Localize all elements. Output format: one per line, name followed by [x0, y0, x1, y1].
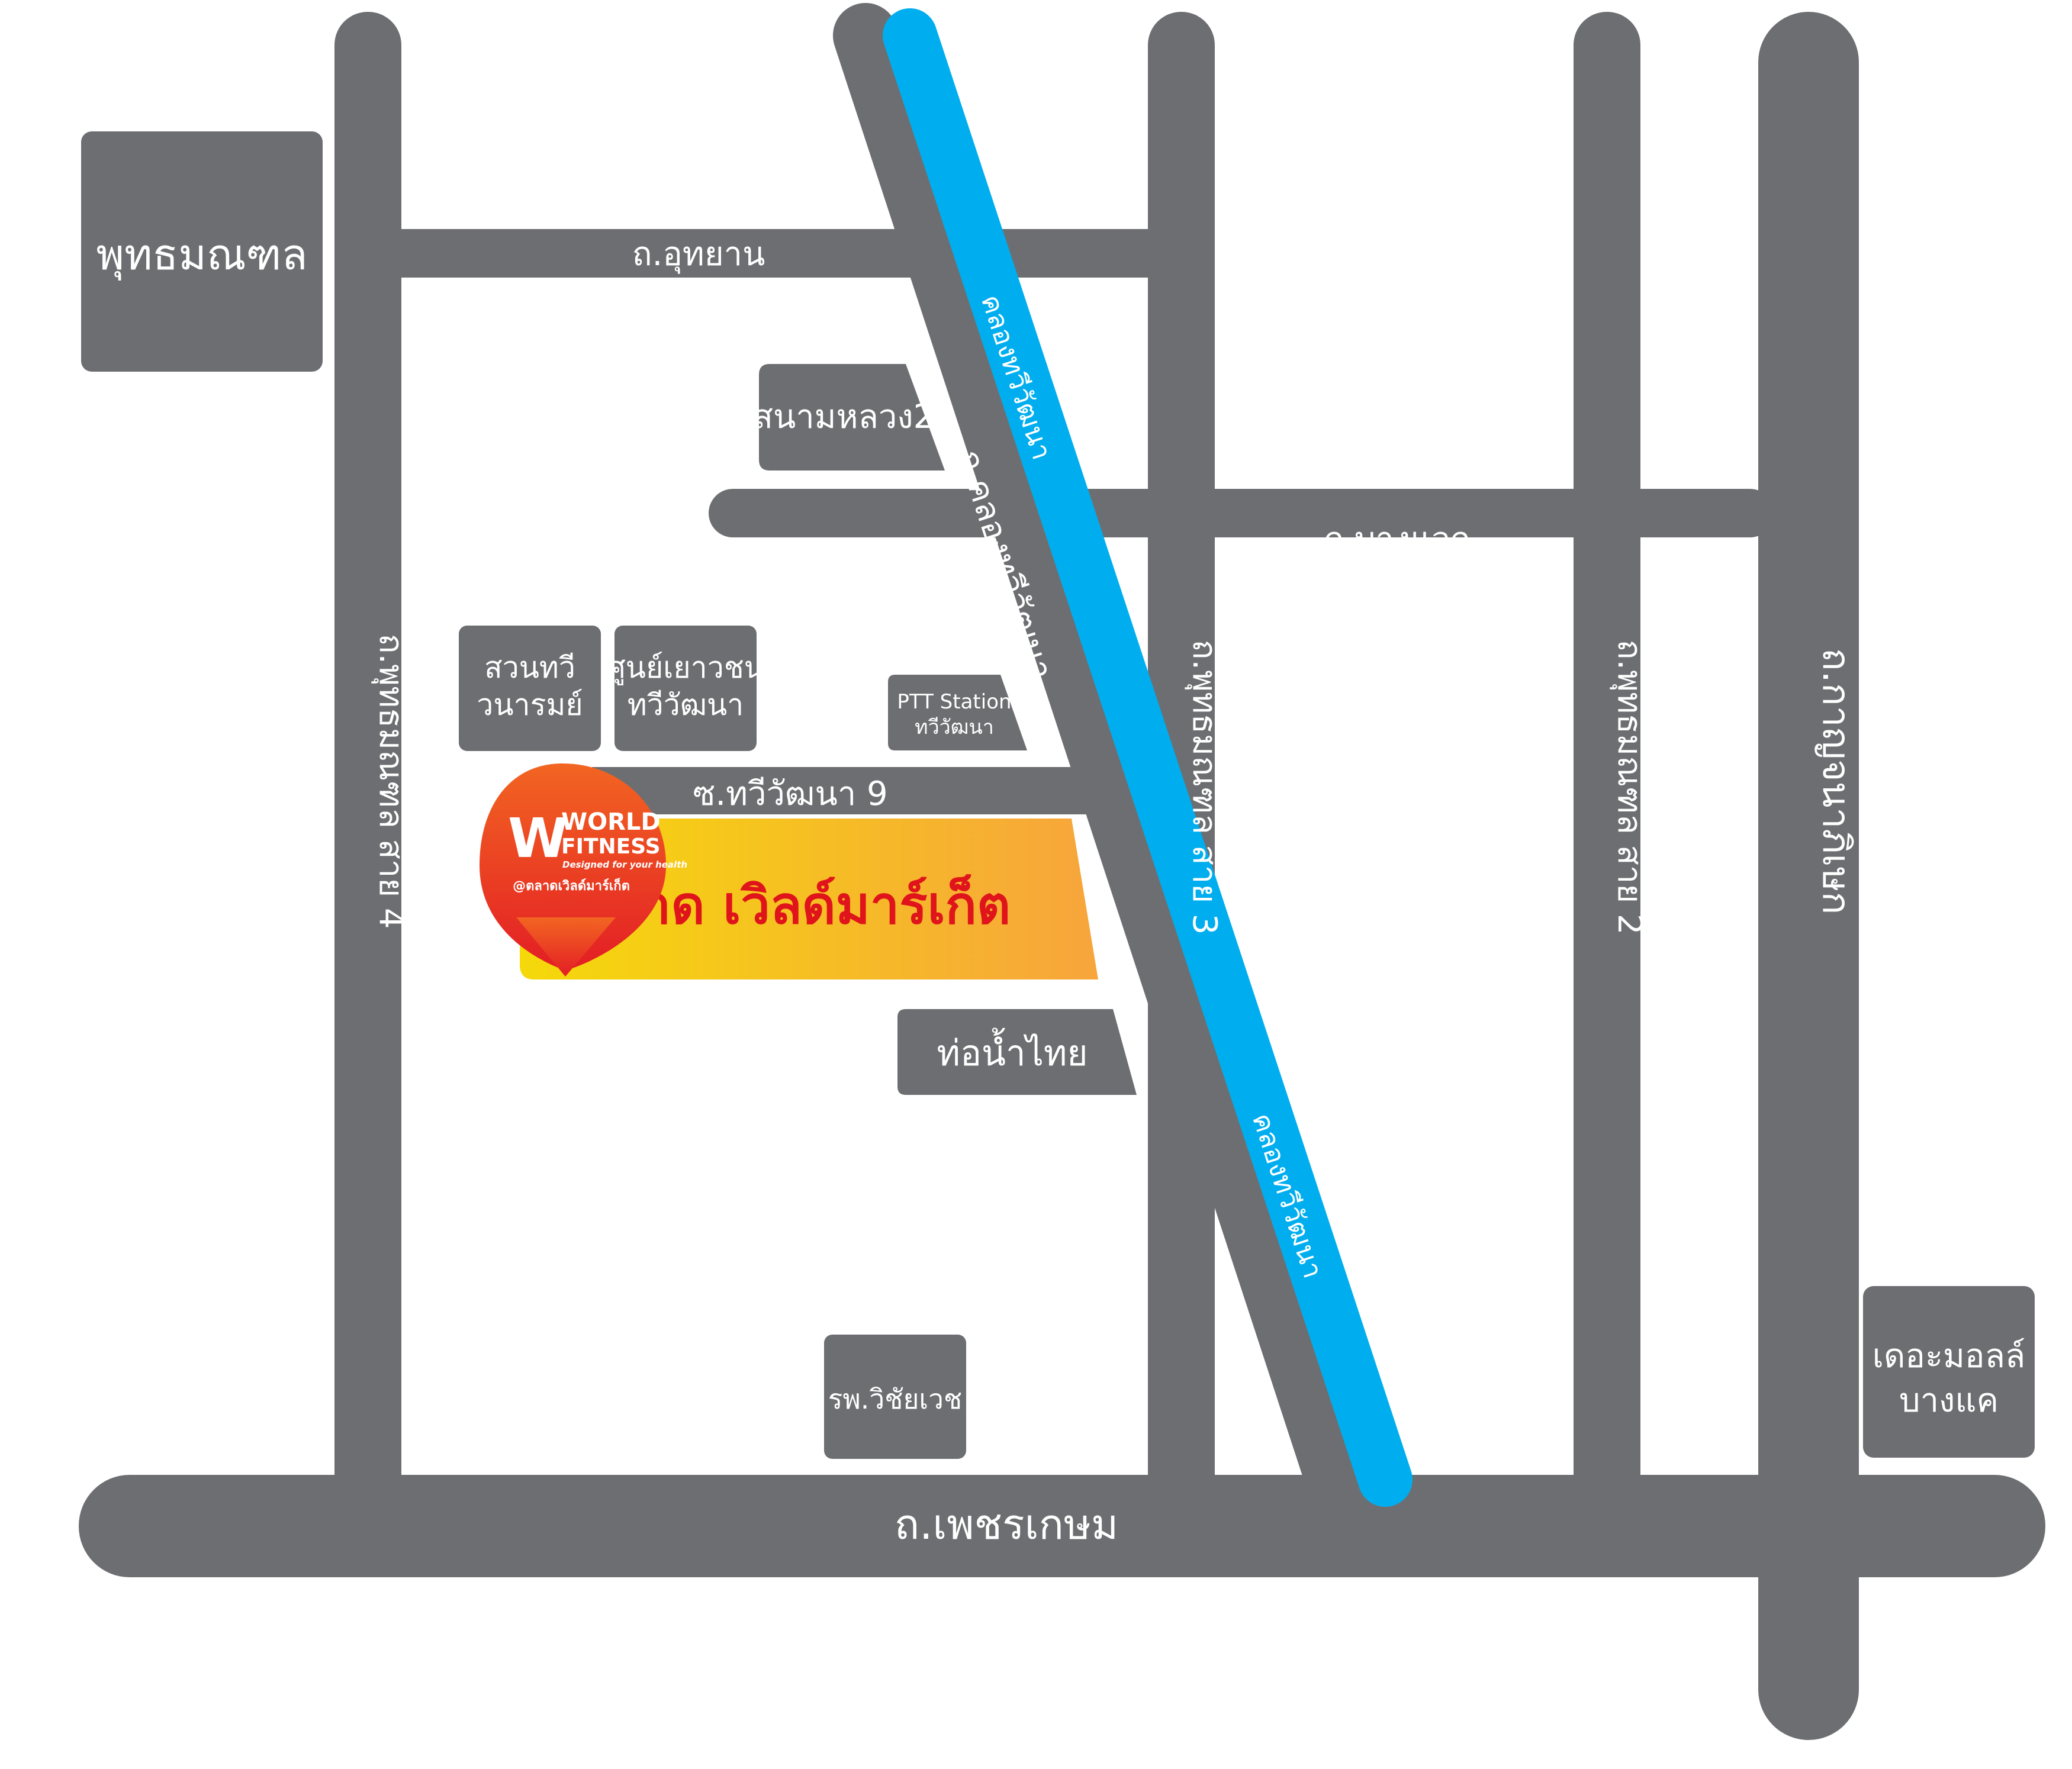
- label-kanchanaphisek: ถ.กาญจนาภิเษก: [1814, 648, 1858, 915]
- location-pin-icon[interactable]: W WORLD FITNESS Designed for your health…: [480, 763, 687, 977]
- canal-khlong-thawi-watthana: [883, 8, 1413, 1507]
- road-petchkasem: [79, 1475, 2045, 1577]
- place-the-mall-box: [1863, 1286, 2035, 1458]
- label-youth-center-line1: ศูนย์เยาวชน: [607, 650, 764, 685]
- road-udyan: [379, 229, 1172, 278]
- label-petchkasem: ถ.เพชรเกษม: [895, 1500, 1118, 1549]
- road-soi-thawi-watthana-9: [592, 767, 1089, 814]
- logo-w-mark: W: [508, 807, 568, 870]
- label-phutthamonthon-sai-3: ถ.พุทธมณฑล สาย 3: [1185, 639, 1224, 935]
- place-sanam-luang-2-box: [759, 364, 945, 471]
- label-youth-center-line2: ทวีวัฒนา: [628, 688, 744, 722]
- label-vichaiyut-hospital: รพ.วิชัยเวช: [828, 1383, 962, 1415]
- place-phutthamonthon-box: [81, 131, 323, 372]
- place-vichaiyut-box: [824, 1335, 966, 1459]
- place-ptt-box: [888, 675, 1027, 750]
- logo-tagline: Designed for your health: [562, 859, 687, 870]
- place-tha-nam-thai-box: [897, 1009, 1137, 1095]
- label-suan-thawi-line1: สวนทวี: [484, 650, 575, 685]
- logo-word2: FITNESS: [561, 834, 661, 859]
- label-soi-thawi-watthana-9: ซ.ทวีวัฒนา 9: [693, 775, 887, 813]
- label-bang-waek: ถ.บางแวก: [1324, 520, 1471, 559]
- road-phutthamonthon-sai-4: [334, 12, 401, 1551]
- label-phutthamonthon-sai-2: ถ.พุทธมณฑล สาย 2: [1610, 639, 1649, 935]
- road-kanchanaphisek: [1758, 12, 1859, 1740]
- road-khlong-thawi-watthana: [833, 3, 1370, 1512]
- label-sanam-luang-2: สนามหลวง2: [753, 398, 934, 436]
- label-phutthamonthon: พุทธมณฑล: [96, 230, 307, 281]
- logo-sub: @ตลาดเวิลด์มาร์เก็ต: [513, 877, 630, 894]
- label-ptt-line2: ทวีวัฒนา: [915, 716, 994, 739]
- logo-word1: WORLD: [561, 808, 661, 836]
- label-ptt-line1: PTT Station: [897, 690, 1011, 714]
- road-bang-waek: [709, 489, 1774, 537]
- label-tha-nam-thai: ท่อน้ำไทย: [937, 1027, 1088, 1074]
- place-youth-center-box: [614, 626, 757, 751]
- label-suan-thawi-line2: วนารมย์: [477, 688, 583, 722]
- road-phutthamonthon-sai-2: [1574, 12, 1640, 1551]
- roads: [79, 12, 2045, 1740]
- label-phutthamonthon-sai-4: ถ.พุทธมณฑล สาย 4: [371, 633, 410, 929]
- label-the-mall-line2: บางแค: [1899, 1381, 1999, 1420]
- place-suan-thawi-box: [459, 626, 601, 751]
- label-the-mall-line1: เดอะมอลล์: [1872, 1337, 2025, 1375]
- label-udyan: ถ.อุทยาน: [632, 235, 765, 274]
- world-fitness-logo: [566, 823, 571, 828]
